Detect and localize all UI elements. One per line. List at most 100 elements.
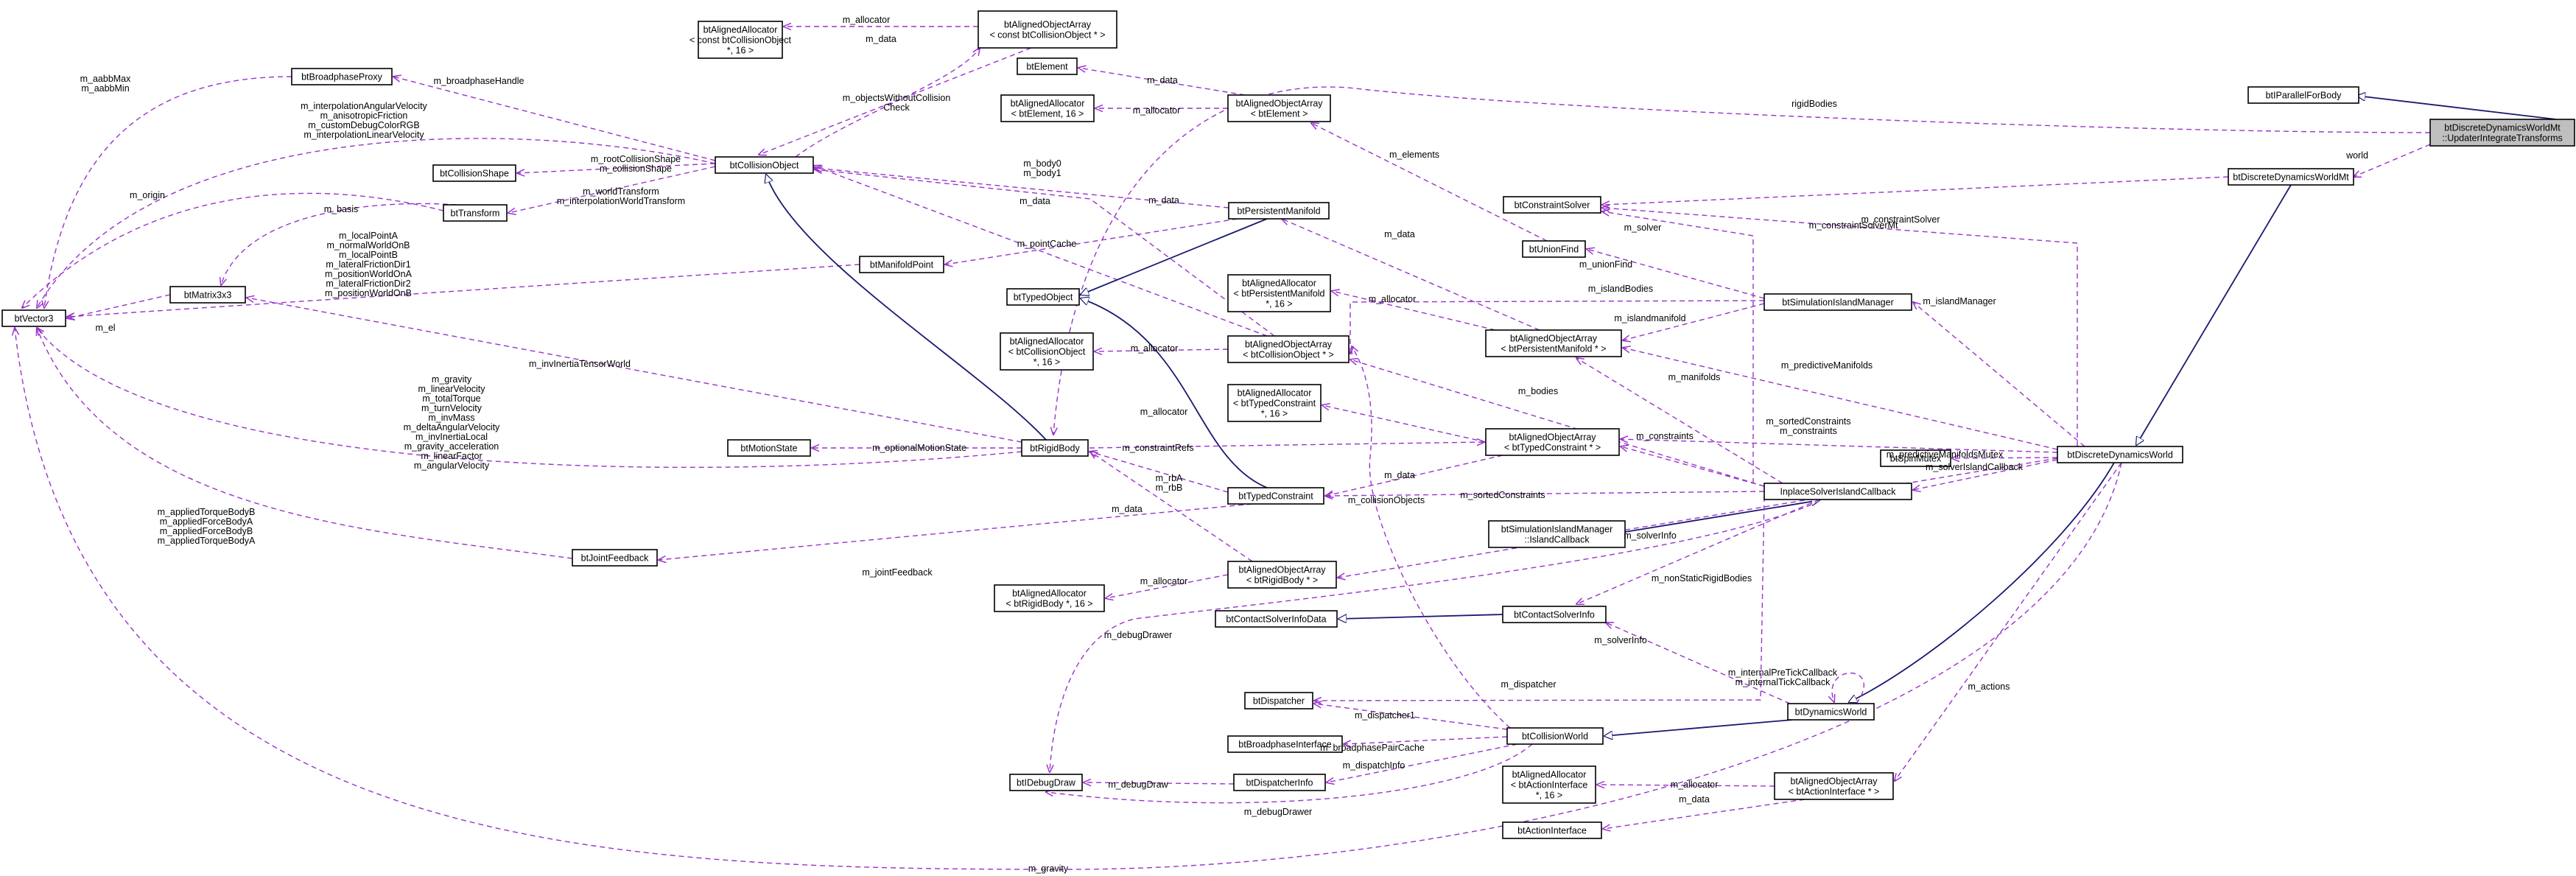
dispatcher1-edge [1314, 704, 1508, 730]
class-node-mp[interactable]: btManifoldPoint [859, 256, 944, 273]
class-node-dinfo[interactable]: btDispatcherInfo [1233, 774, 1326, 791]
class-node-ms[interactable]: btMotionState [727, 439, 811, 457]
class-node-sim[interactable]: btSimulationIslandManager [1763, 293, 1912, 311]
allocator-rb-edge [1106, 574, 1229, 598]
class-node-aa-ai[interactable]: btAlignedAllocator< btActionInterface *,… [1502, 765, 1596, 804]
class-node-ai[interactable]: btActionInterface [1502, 821, 1602, 839]
edge-label: world [2345, 150, 2368, 161]
class-node-aoa-tc[interactable]: btAlignedObjectArray< btTypedConstraint … [1485, 428, 1620, 456]
class-name: btSimulationIslandManager [1782, 298, 1893, 308]
class-node-mat[interactable]: btMatrix3x3 [169, 286, 246, 304]
class-box [1009, 774, 1083, 791]
class-node-pfb[interactable]: btIParallelForBody [2247, 86, 2359, 104]
class-node-csolver[interactable]: btConstraintSolver [1503, 196, 1601, 214]
class-name: *, 16 > [1536, 791, 1563, 801]
jf-vectors-edge [37, 328, 573, 559]
csid-inherits-csi [1338, 614, 1503, 619]
class-box [1787, 703, 1875, 721]
class-node-aa-co[interactable]: btAlignedAllocator< btCollisionObject *,… [1000, 332, 1094, 371]
class-name: btActionInterface [1517, 826, 1587, 836]
class-node-bp[interactable]: btBroadphaseProxy [291, 68, 393, 85]
class-node-dw[interactable]: btDynamicsWorld [1787, 703, 1875, 721]
class-name: btAlignedObjectArray [1245, 340, 1333, 350]
solver-edge [1602, 211, 1754, 483]
class-node-jf[interactable]: btJointFeedback [572, 549, 658, 567]
class-node-aoa-elem[interactable]: btAlignedObjectArray< btElement > [1227, 94, 1331, 122]
class-node-rb[interactable]: btRigidBody [1021, 439, 1089, 457]
broadphase-handle-edge [393, 77, 716, 161]
body0-edge [815, 168, 1229, 209]
edge-label: m_data [1147, 75, 1178, 85]
class-node-elem[interactable]: btElement [1017, 57, 1078, 75]
predictive-manifolds-edge [1623, 348, 2058, 450]
class-node-disp[interactable]: btDispatcher [1244, 692, 1313, 709]
edge-label: m_data [1384, 470, 1415, 480]
class-box [1017, 57, 1078, 75]
class-name: btAlignedAllocator [703, 25, 778, 35]
edge-label: m_objectsWithoutCollision [843, 93, 951, 103]
class-node-csi[interactable]: btContactSolverInfo [1502, 606, 1607, 623]
class-node-iscb[interactable]: InplaceSolverIslandCallback [1763, 483, 1912, 500]
class-node-focus[interactable]: btDiscreteDynamicsWorldMt::UpdaterIntegr… [2429, 119, 2575, 147]
data-elem-edge [1078, 68, 1246, 96]
edge-label: m_localPointB [339, 250, 398, 260]
class-node-cshape[interactable]: btCollisionShape [432, 164, 516, 182]
edge-label: m_angularVelocity [414, 460, 490, 471]
debug-draw-edge [1084, 782, 1235, 784]
edge-label: m_invMass [428, 413, 474, 423]
class-node-aoa-co[interactable]: btAlignedObjectArray< btCollisionObject … [1227, 335, 1350, 363]
data-rb-edge [1090, 452, 1253, 562]
class-node-aa-tc[interactable]: btAlignedAllocator< btTypedConstraint *,… [1227, 384, 1322, 422]
class-node-aa-rb[interactable]: btAlignedAllocator< btRigidBody *, 16 > [994, 584, 1105, 612]
debug-drawer-b-edge [1046, 743, 1533, 804]
class-name: ::IslandCallback [1524, 535, 1590, 545]
class-box [2057, 446, 2183, 463]
class-node-vec[interactable]: btVector3 [1, 309, 66, 327]
data-pmco-edge [815, 169, 1275, 337]
class-box [715, 156, 814, 174]
solver-island-callback-edge [1913, 459, 2058, 490]
class-node-aoa-ai[interactable]: btAlignedObjectArray< btActionInterface … [1774, 772, 1894, 800]
class-node-aa-elem[interactable]: btAlignedAllocator< btElement, 16 > [1000, 94, 1095, 122]
class-name: < const btCollisionObject [689, 35, 791, 46]
co-vectors-edge [37, 138, 716, 308]
edge-label: rigidBodies [1791, 99, 1837, 109]
class-node-csid[interactable]: btContactSolverInfoData [1215, 610, 1338, 628]
island-manifold-edge [1623, 303, 1765, 340]
allocator-ai-edge [1597, 785, 1775, 786]
class-box [1000, 94, 1095, 122]
dispatch-info-edge [1327, 743, 1518, 782]
class-name: < btCollisionObject * > [1243, 350, 1334, 360]
class-name: btSimulationIslandManager [1501, 525, 1612, 535]
class-name: btSpinMutex [1890, 454, 1942, 464]
class-name: btAlignedAllocator [1242, 278, 1316, 289]
class-node-ddw[interactable]: btDiscreteDynamicsWorld [2057, 446, 2183, 463]
class-name: btTypedConstraint [1238, 491, 1313, 502]
class-node-cw[interactable]: btCollisionWorld [1506, 727, 1604, 745]
edge-label: m_invInertiaLocal [415, 432, 488, 442]
edge-label: m_data [1679, 794, 1710, 805]
class-node-xf[interactable]: btTransform [443, 204, 508, 222]
class-node-ddwmt[interactable]: btDiscreteDynamicsWorldMt [2228, 168, 2354, 186]
class-node-spin[interactable]: btSpinMutex [1880, 449, 1951, 467]
class-node-tobj[interactable]: btTypedObject [1006, 288, 1080, 306]
class-node-aoa-rb[interactable]: btAlignedObjectArray< btRigidBody * > [1227, 561, 1337, 589]
dispatcher-edge [1314, 496, 1765, 701]
edge-label: m_appliedTorqueBodyB [158, 507, 256, 517]
edge-label: m_collisionObjects [1348, 495, 1425, 505]
class-node-tc[interactable]: btTypedConstraint [1227, 487, 1324, 505]
class-node-aoa-cco[interactable]: btAlignedObjectArray< const btCollisionO… [978, 10, 1117, 49]
class-node-idraw[interactable]: btIDebugDraw [1009, 774, 1083, 791]
data-pm-edge [1282, 219, 1540, 331]
class-node-bpi[interactable]: btBroadphaseInterface [1227, 735, 1343, 753]
constraints-edge [1621, 446, 1765, 487]
edge-label: m_allocator [843, 15, 891, 25]
class-node-pm[interactable]: btPersistentManifold [1228, 202, 1330, 220]
class-node-aa-pm[interactable]: btAlignedAllocator< btPersistentManifold… [1227, 274, 1331, 312]
class-node-aoa-pm[interactable]: btAlignedObjectArray< btPersistentManifo… [1485, 329, 1622, 357]
class-node-co[interactable]: btCollisionObject [715, 156, 814, 174]
class-node-aa-cco[interactable]: btAlignedAllocator< const btCollisionObj… [689, 21, 791, 59]
edge-label: m_linearFactor [421, 451, 482, 461]
class-node-sim-cb[interactable]: btSimulationIslandManager::IslandCallbac… [1488, 520, 1626, 548]
class-node-uf[interactable]: btUnionFind [1522, 240, 1586, 258]
